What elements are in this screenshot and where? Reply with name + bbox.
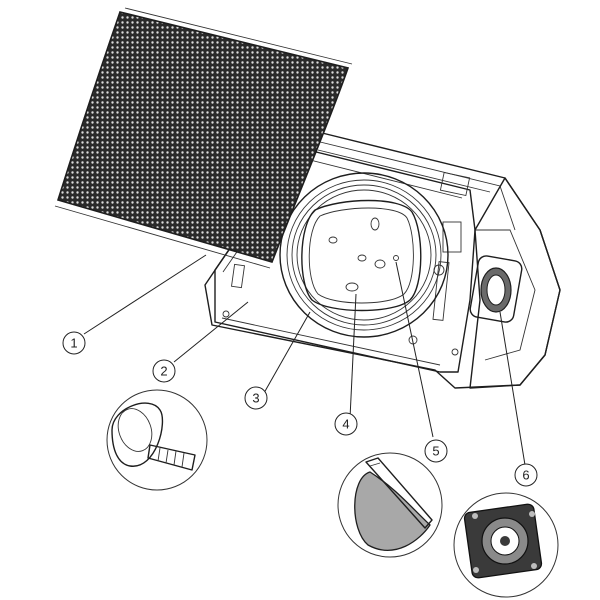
grille xyxy=(54,7,353,269)
callout-6-label: 6 xyxy=(522,468,529,483)
leader-1 xyxy=(83,254,207,335)
leader-2 xyxy=(173,301,249,363)
callout-1-label: 1 xyxy=(70,336,77,351)
callout-3-label: 3 xyxy=(252,391,259,406)
callout-6: 6 xyxy=(514,463,538,487)
detail-speakon-connector xyxy=(453,492,559,598)
leader-lines xyxy=(83,254,526,466)
leader-4 xyxy=(349,293,357,419)
detail-knob-screw xyxy=(106,389,208,491)
callout-2-label: 2 xyxy=(160,364,167,379)
callout-5: 5 xyxy=(424,439,448,463)
callout-1: 1 xyxy=(62,331,86,355)
side-connector xyxy=(469,255,523,323)
detail-port-flap xyxy=(337,452,443,558)
leader-6 xyxy=(499,311,526,466)
baffle-horn xyxy=(301,199,422,312)
callout-3: 3 xyxy=(244,386,268,410)
callout-2: 2 xyxy=(152,359,176,383)
callout-4-label: 4 xyxy=(342,417,349,432)
callout-5-label: 5 xyxy=(432,444,439,459)
woofer-ring xyxy=(279,172,449,338)
callout-4: 4 xyxy=(334,412,358,436)
leader-3 xyxy=(263,311,311,394)
leader-5 xyxy=(395,261,434,438)
